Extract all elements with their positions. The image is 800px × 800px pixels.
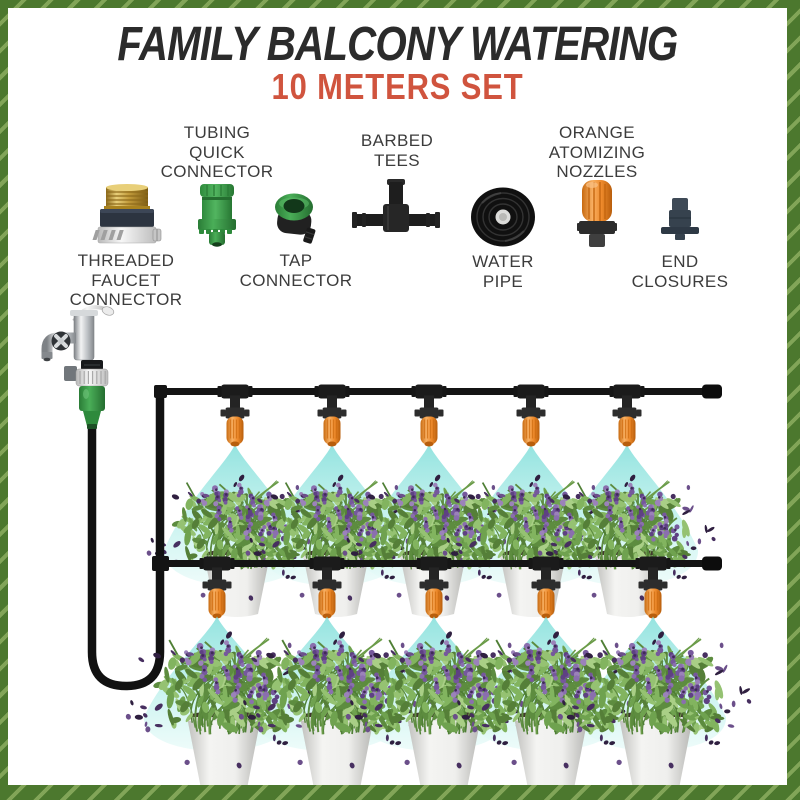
threaded-faucet-connector-icon — [92, 183, 162, 249]
nozzle-assembly — [609, 384, 645, 447]
label-orange-atomizing-nozzles: ORANGE ATOMIZING NOZZLES — [548, 123, 646, 182]
plant-row-2 — [124, 629, 754, 789]
border-bottom — [0, 785, 800, 800]
orange-atomizing-nozzle — [226, 416, 244, 445]
faucet — [41, 305, 115, 381]
nozzle-row-2 — [199, 556, 671, 619]
barbed-tees-icon — [348, 176, 444, 246]
orange-atomizing-nozzle — [425, 588, 443, 617]
orange-atomizing-nozzle — [537, 588, 555, 617]
orange-atomizing-nozzle — [618, 416, 636, 445]
tubing-quick-connector-icon — [195, 182, 239, 248]
nozzle-assembly — [309, 556, 345, 619]
label-threaded-faucet-connector: THREADED FAUCET CONNECTOR — [69, 251, 183, 310]
page-title: FAMILY BALCONY WATERING — [117, 18, 678, 71]
end-closure-cap — [702, 384, 722, 399]
orange-atomizing-nozzle — [323, 416, 341, 445]
tap-connector-icon — [269, 190, 321, 248]
border-left — [0, 0, 8, 800]
nozzle-assembly — [513, 384, 549, 447]
end-closure-icon — [657, 196, 703, 242]
end-closure-cap — [702, 556, 722, 571]
nozzle-assembly — [217, 384, 253, 447]
page-subtitle: 10 METERS SET — [271, 66, 524, 107]
border-top — [0, 0, 800, 8]
nozzle-assembly — [635, 556, 671, 619]
nozzle-assembly — [199, 556, 235, 619]
label-water-pipe: WATER PIPE — [472, 252, 534, 291]
tee-junction — [152, 556, 169, 571]
faucet-body — [73, 311, 95, 361]
nozzle-assembly — [314, 384, 350, 447]
orange-atomizing-nozzle — [208, 588, 226, 617]
orange-atomizing-nozzle-icon — [577, 178, 617, 250]
nozzle-assembly — [416, 556, 452, 619]
orange-atomizing-nozzle — [522, 416, 540, 445]
label-barbed-tees: BARBED TEES — [360, 131, 434, 170]
tap-connector-fitting — [75, 368, 109, 429]
elbow-fitting — [154, 385, 167, 398]
nozzle-row-1 — [217, 384, 645, 447]
border-right — [787, 0, 800, 800]
water-pipe-icon — [468, 185, 538, 249]
orange-atomizing-nozzle — [644, 588, 662, 617]
label-end-closures: END CLOSURES — [631, 252, 729, 291]
nozzle-assembly — [528, 556, 564, 619]
label-tap-connector: TAP CONNECTOR — [239, 251, 353, 290]
orange-atomizing-nozzle — [420, 416, 438, 445]
label-tubing-quick-connector: TUBING QUICK CONNECTOR — [160, 123, 274, 182]
orange-atomizing-nozzle — [318, 588, 336, 617]
nozzle-assembly — [411, 384, 447, 447]
supply-tube — [87, 387, 165, 691]
